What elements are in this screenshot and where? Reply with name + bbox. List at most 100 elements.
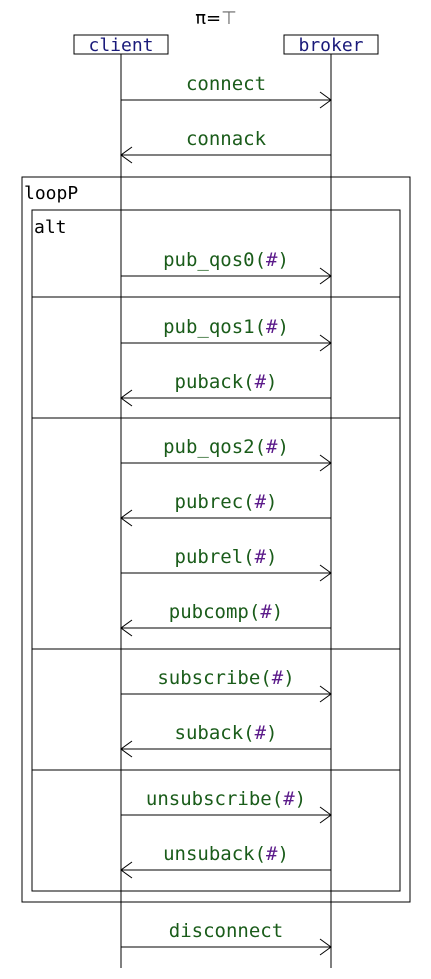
message-label: suback(#) [175,722,278,744]
paren-open: ( [243,546,254,568]
message-connect: connect [121,73,332,109]
arrowhead-right [319,806,332,824]
message-argument: # [266,249,278,271]
message-pub-qos1: pub_qos1(#) [121,316,332,352]
message-list: connectconnackpub_qos0(#)pub_qos1(#)puba… [120,73,332,956]
paren-close: ) [277,436,288,458]
arrowhead-right [319,454,332,472]
message-pub-qos2: pub_qos2(#) [121,436,332,472]
message-argument: # [266,843,278,865]
message-unsuback: unsuback(#) [120,843,331,879]
paren-close: ) [295,788,306,810]
message-label: unsubscribe(#) [146,788,306,810]
loop-frame-label: loopP [24,183,78,204]
message-argument: # [255,546,267,568]
arrowhead-right [319,685,332,703]
message-name: connack [186,128,267,150]
message-argument: # [266,436,278,458]
message-name: pub_qos0 [163,249,255,271]
paren-open: ( [255,843,266,865]
arrowhead-left [120,509,133,527]
arrowhead-left [120,861,133,879]
message-label: pub_qos0(#) [163,249,289,271]
broker-actor-box [283,34,379,55]
paren-close: ) [277,316,288,338]
message-label: pub_qos1(#) [163,316,289,338]
header-prefix: π= [195,8,221,29]
paren-open: ( [249,601,260,623]
broker-actor: broker [283,34,379,56]
message-name: pub_qos1 [163,316,255,338]
alt-frame [31,209,401,892]
message-label: connect [186,73,266,95]
message-argument: # [283,788,295,810]
message-pubrec: pubrec(#) [120,491,331,527]
message-connack: connack [120,128,331,164]
message-name: unsubscribe [146,788,272,810]
message-name: disconnect [169,920,283,942]
arrowhead-left [120,740,133,758]
client-actor-label: client [88,35,153,56]
paren-close: ) [266,371,277,393]
paren-open: ( [260,667,271,689]
message-argument: # [266,316,278,338]
message-label: connack [186,128,267,150]
paren-open: ( [255,436,266,458]
arrowhead-right [319,938,332,956]
arrowhead-left [120,389,133,407]
message-argument: # [272,667,284,689]
alt-frame-label: alt [34,217,67,238]
arrowhead-left [120,619,133,637]
paren-open: ( [255,249,266,271]
message-argument: # [255,371,267,393]
message-label: pub_qos2(#) [163,436,289,458]
paren-open: ( [243,722,254,744]
message-disconnect: disconnect [121,920,332,956]
paren-open: ( [255,316,266,338]
message-name: pub_qos2 [163,436,255,458]
header-formula: π=⊤ [195,8,237,29]
message-name: unsuback [163,843,255,865]
paren-open: ( [243,491,254,513]
message-name: pubrel [175,546,244,568]
message-name: connect [186,73,266,95]
message-label: subscribe(#) [157,667,294,689]
message-pub-qos0: pub_qos0(#) [121,249,332,285]
message-name: puback [175,371,244,393]
message-argument: # [255,491,267,513]
message-label: unsuback(#) [163,843,289,865]
paren-close: ) [266,722,277,744]
message-unsubscribe: unsubscribe(#) [121,788,332,824]
message-label: pubrec(#) [175,491,278,513]
client-actor-box [73,34,169,55]
message-pubrel: pubrel(#) [121,546,332,582]
arrowhead-left [120,146,133,164]
paren-open: ( [243,371,254,393]
message-name: pubcomp [169,601,249,623]
message-suback: suback(#) [120,722,331,758]
paren-open: ( [272,788,283,810]
paren-close: ) [272,601,283,623]
message-puback: puback(#) [120,371,331,407]
message-label: disconnect [169,920,283,942]
message-pubcomp: pubcomp(#) [120,601,331,637]
loop-frame [21,176,411,903]
header-value: ⊤ [221,8,237,29]
paren-close: ) [266,491,277,513]
client-actor: client [73,34,169,56]
message-label: pubcomp(#) [169,601,283,623]
message-argument: # [255,722,267,744]
paren-close: ) [266,546,277,568]
broker-actor-label: broker [298,35,363,56]
arrowhead-right [319,91,332,109]
message-name: pubrec [175,491,244,513]
message-label: pubrel(#) [175,546,278,568]
message-name: subscribe [157,667,260,689]
message-name: suback [175,722,244,744]
paren-close: ) [283,667,294,689]
message-argument: # [260,601,272,623]
arrowhead-right [319,267,332,285]
paren-close: ) [277,843,288,865]
arrowhead-right [319,334,332,352]
